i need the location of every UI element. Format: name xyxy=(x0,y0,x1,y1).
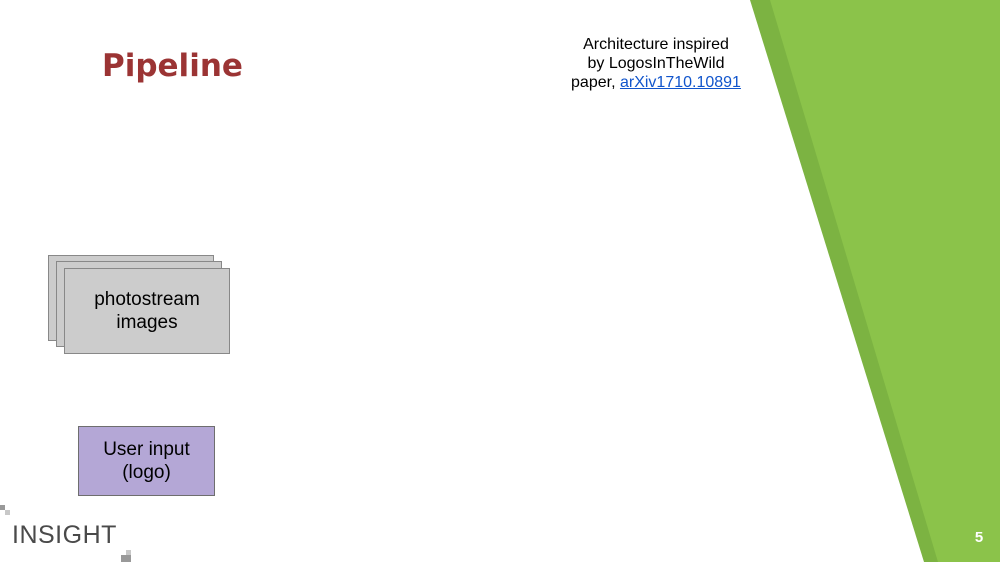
architecture-note: Architecture inspired by LogosInTheWild … xyxy=(540,35,772,92)
user-input-label-line2: (logo) xyxy=(122,462,171,483)
user-input-node: User input (logo) xyxy=(78,426,215,496)
photostream-label-line1: photostream xyxy=(94,289,200,310)
note-line-1: Architecture inspired xyxy=(583,36,729,53)
photostream-images-node: photostream images xyxy=(64,268,230,354)
page-number: 5 xyxy=(974,529,984,546)
arxiv-link[interactable]: arXiv1710.10891 xyxy=(619,74,741,91)
insight-logo: INSIGHT xyxy=(12,521,117,549)
logo-pixel-accent-top-2 xyxy=(5,510,10,515)
photostream-label-line2: images xyxy=(116,312,178,333)
note-line-3-prefix: paper, xyxy=(571,74,616,91)
user-input-label-line1: User input xyxy=(103,439,190,460)
note-line-2: by LogosInTheWild xyxy=(587,55,725,72)
logo-pixel-accent-top xyxy=(0,505,5,510)
logo-pixel-accent-bottom-2 xyxy=(121,555,131,562)
note-line-3: paper, arXiv1710.10891 xyxy=(540,73,772,92)
slide-title: Pipeline xyxy=(102,48,243,84)
green-accent-main xyxy=(770,0,1000,562)
logo-pixel-accent-bottom xyxy=(126,550,131,555)
photostream-card-front xyxy=(64,268,230,354)
